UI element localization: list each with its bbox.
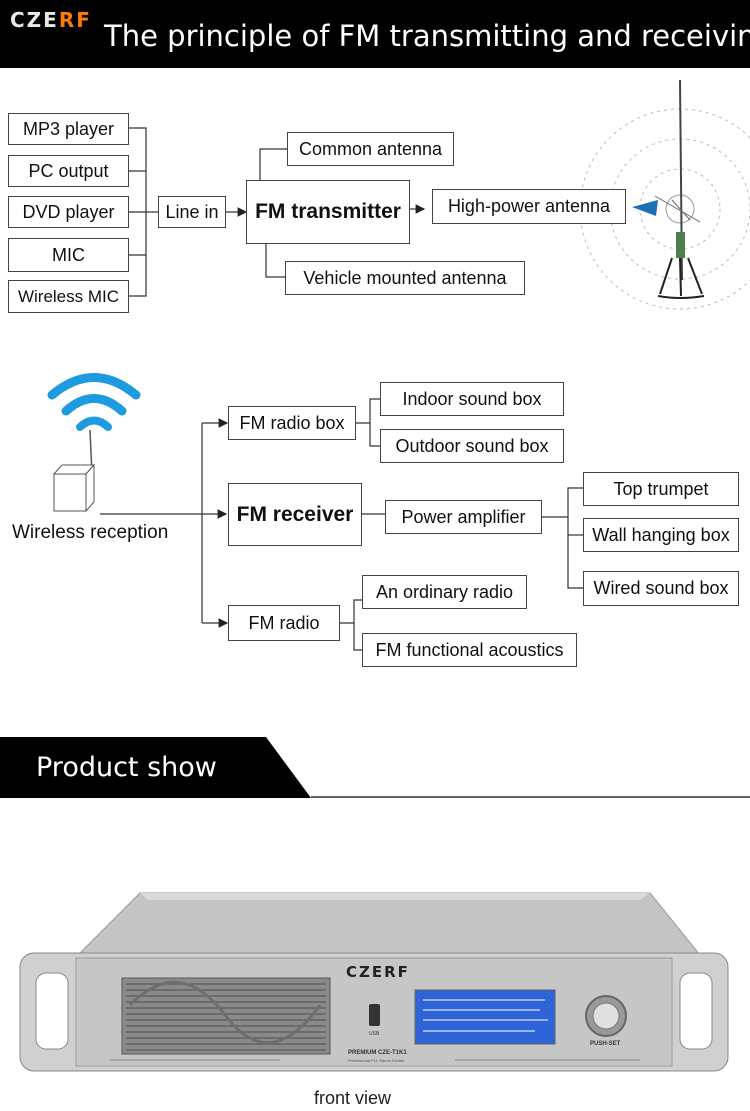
line-in-box: Line in — [158, 196, 226, 228]
power-amplifier-box: Power amplifier — [385, 500, 542, 534]
device-model-text: PREMIUM CZE-T1K1 — [348, 1050, 407, 1056]
vehicle-antenna-box: Vehicle mounted antenna — [285, 261, 525, 295]
source-box-wireless-mic: Wireless MIC — [8, 280, 129, 313]
device-model-subtitle: Professional PLL Stereo Exciter — [348, 1058, 405, 1063]
high-power-antenna-box: High-power antenna — [432, 189, 626, 224]
section-band — [0, 737, 311, 798]
usb-port-label: USB — [369, 1031, 380, 1037]
knob-label: PUSH-SET — [590, 1041, 621, 1047]
indoor-sound-box: Indoor sound box — [380, 382, 564, 416]
brand-logo: CZERF — [10, 8, 92, 32]
functional-acoustics-box: FM functional acoustics — [362, 633, 577, 667]
transmitter-device-photo — [19, 892, 729, 1072]
antenna-illustration — [579, 79, 750, 310]
fm-radio: FM radio — [228, 605, 340, 641]
device-brand-text: CZERF — [346, 963, 410, 981]
source-box-dvd: DVD player — [8, 196, 129, 228]
section-title: Product show — [36, 752, 217, 783]
wired-sound-box: Wired sound box — [583, 571, 739, 606]
wifi-icon — [47, 373, 141, 431]
wall-hanging-box: Wall hanging box — [583, 518, 739, 552]
ordinary-radio-box: An ordinary radio — [362, 575, 527, 609]
receiver-box-icon — [52, 429, 96, 513]
page-title: The principle of FM transmitting and rec… — [104, 19, 750, 53]
fm-transmitter-box: FM transmitter — [246, 180, 410, 244]
source-box-pc: PC output — [8, 155, 129, 187]
fm-receiver-box: FM receiver — [228, 483, 362, 546]
common-antenna-box: Common antenna — [287, 132, 454, 166]
top-trumpet-box: Top trumpet — [583, 472, 739, 506]
wireless-reception-label: Wireless reception — [12, 522, 169, 543]
fm-radio-box: FM radio box — [228, 406, 356, 440]
source-box-mic: MIC — [8, 238, 129, 272]
source-box-mp3: MP3 player — [8, 113, 129, 145]
header-banner — [0, 0, 750, 68]
outdoor-sound-box: Outdoor sound box — [380, 429, 564, 463]
photo-caption: front view — [313, 1088, 392, 1108]
